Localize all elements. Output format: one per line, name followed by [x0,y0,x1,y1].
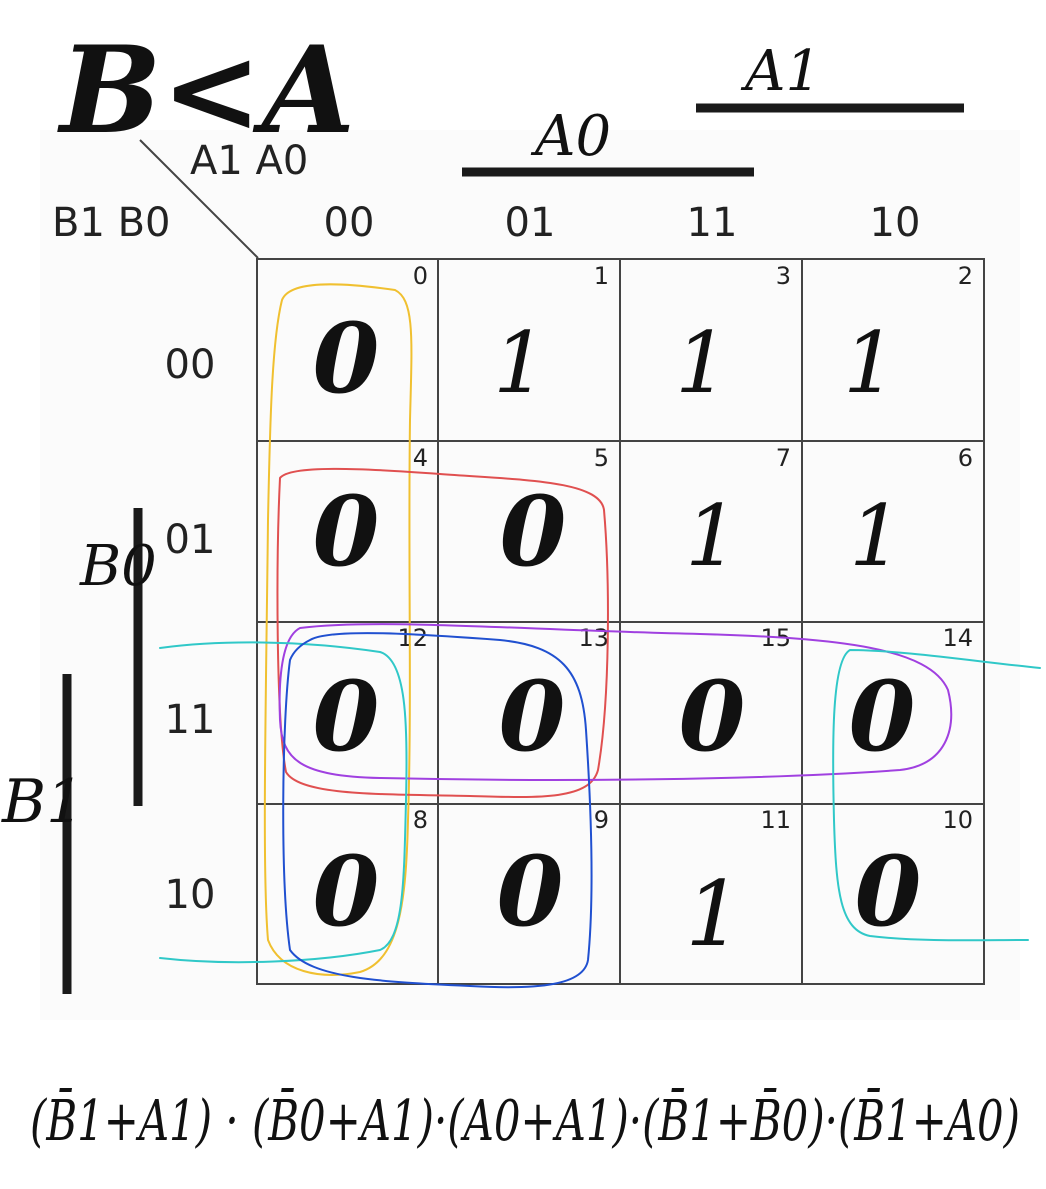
cell-value: 1 [685,487,738,585]
cell-index: 7 [776,444,791,472]
cell-r2-c1: 13 0 [499,624,609,773]
column-header: 10 [870,200,921,246]
b1-bracket-label: B1 [1,767,84,837]
cell-value: 0 [499,660,566,773]
corner-diagonal [139,139,259,259]
cell-value: 0 [500,475,567,588]
cell-value: 0 [313,660,380,773]
group-loop-cyan-left [159,641,408,964]
column-variables-label: A1 A0 [190,138,308,184]
cell-r0-c0: 0 0 [313,262,428,415]
group-loops [159,283,1041,989]
cell-r2-c2: 15 0 [679,624,791,773]
row-header: 01 [165,517,216,563]
cell-value: 0 [313,475,380,588]
row-variables-label: B1 B0 [52,200,171,246]
cell-index: 1 [594,262,609,290]
column-header: 11 [687,200,738,246]
cell-r2-c3: 14 0 [849,624,973,773]
row-header: 00 [165,342,216,388]
cell-index: 5 [594,444,609,472]
cell-index: 0 [413,262,428,290]
cell-index: 9 [594,806,609,834]
cell-value: 0 [313,302,380,415]
cell-r1-c2: 7 1 [685,444,791,585]
row-header: 10 [165,872,216,918]
cell-r0-c1: 1 1 [493,262,609,412]
group-loop-cyan-right [832,649,1041,942]
cell-r1-c3: 6 1 [849,444,973,585]
cell-index: 8 [413,806,428,834]
map-background [40,130,1020,1020]
cell-value: 1 [493,314,546,412]
cell-value: 0 [679,660,746,773]
row-header: 11 [165,697,216,743]
cell-r3-c1: 9 0 [497,806,609,948]
title: B<A [57,20,355,161]
cell-index: 14 [942,624,973,652]
cell-index: 4 [413,444,428,472]
cell-value: 0 [497,835,564,948]
cell-value: 1 [843,314,896,412]
cell-r3-c0: 8 0 [313,806,428,948]
cell-index: 2 [958,262,973,290]
cell-r1-c1: 5 0 [500,444,609,588]
cell-r0-c2: 3 1 [675,262,791,412]
a0-bracket-label: A0 [530,104,611,169]
group-loop-purple [278,623,953,781]
group-loop-blue [282,632,593,989]
cell-r0-c3: 2 1 [843,262,973,412]
cell-value: 1 [675,314,728,412]
row-headers: 00 01 11 10 [165,342,216,918]
cell-r3-c3: 10 0 [855,806,973,948]
cell-value: 0 [855,835,922,948]
column-header: 01 [505,200,556,246]
b0-bracket-label: B0 [79,534,157,599]
cell-value: 1 [685,862,742,967]
cell-index: 12 [397,624,428,652]
cell-r1-c0: 4 0 [313,444,428,588]
cell-r3-c2: 11 1 [685,806,791,967]
cell-value: 0 [849,660,916,773]
boolean-expression: (B̄1+A1) · (B̄0+A1)·(A0+A1)·(B̄1+B̄0)·(B… [30,1087,1020,1154]
cell-index: 6 [958,444,973,472]
cell-value: 0 [313,835,380,948]
cell-index: 13 [578,624,609,652]
column-header: 00 [324,200,375,246]
cell-index: 3 [776,262,791,290]
a1-bracket-label: A1 [740,39,821,104]
cell-value: 1 [849,487,902,585]
cell-r2-c0: 12 0 [313,624,428,773]
map-grid [256,258,985,985]
column-headers: 00 01 11 10 [324,200,921,246]
cell-index: 10 [942,806,973,834]
cell-index: 11 [760,806,791,834]
